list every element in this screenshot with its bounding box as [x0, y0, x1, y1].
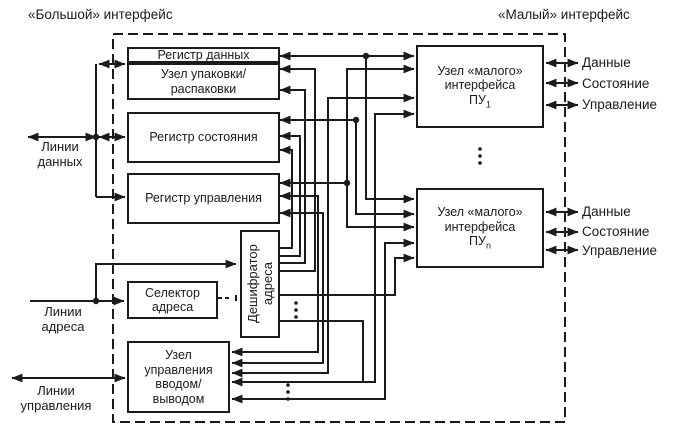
pu1-state-label: Состояние — [582, 76, 650, 91]
ellipsis-dot — [286, 397, 290, 401]
junction-dot — [343, 179, 351, 187]
address-lines-label: Линии адреса — [41, 304, 85, 335]
ellipsis-dot — [294, 308, 298, 312]
pun-state-label: Состояние — [582, 224, 650, 239]
ellipsis-dot — [478, 161, 482, 165]
address-decoder-box: Дешифратор адреса — [240, 230, 280, 338]
small-interface-unit-pun-box: Узел «малого» интерфейса ПУn — [416, 188, 544, 268]
small-interface-title: «Малый» интерфейс — [498, 7, 630, 22]
wire — [279, 145, 293, 249]
io-control-unit-box: Узел управления вводом/ выводом — [127, 341, 230, 413]
wire — [231, 238, 415, 404]
wire — [280, 253, 415, 296]
wire — [280, 320, 364, 382]
data-register-box: Регистр данных — [127, 47, 280, 63]
pu1-control-label: Управление — [582, 97, 658, 112]
pu1-data-label: Данные — [582, 55, 631, 70]
address-selector-box: Селектор адреса — [127, 281, 218, 319]
small-interface-unit-pu1-box: Узел «малого» интерфейса ПУ1 — [416, 45, 544, 128]
ellipsis-dot — [286, 390, 290, 394]
ellipsis-dot — [294, 301, 298, 305]
junction-dot — [92, 297, 100, 305]
junction-dot — [92, 133, 100, 141]
control-register-box: Регистр управления — [127, 173, 280, 224]
wire — [365, 56, 415, 204]
wire — [279, 64, 316, 272]
pack-unpack-unit-box: Узел упаковки/ распаковки — [127, 63, 280, 100]
data-lines-label: Линии данных — [37, 139, 83, 170]
control-lines-label: Линии управления — [20, 383, 92, 414]
ellipsis-dot — [478, 154, 482, 158]
address-decoder-vertical-text: Дешифратор адреса — [244, 244, 274, 324]
pun-control-label: Управление — [582, 243, 658, 258]
junction-dot — [362, 52, 370, 60]
big-interface-title: «Большой» интерфейс — [28, 7, 173, 22]
wire — [346, 64, 415, 232]
ellipsis-dot — [294, 315, 298, 319]
wire — [95, 259, 237, 301]
pun-data-label: Данные — [582, 204, 631, 219]
ellipsis-dot — [478, 147, 482, 151]
ellipsis-dot — [286, 383, 290, 387]
junction-dot — [352, 116, 360, 124]
state-register-box: Регистр состояния — [127, 112, 280, 163]
